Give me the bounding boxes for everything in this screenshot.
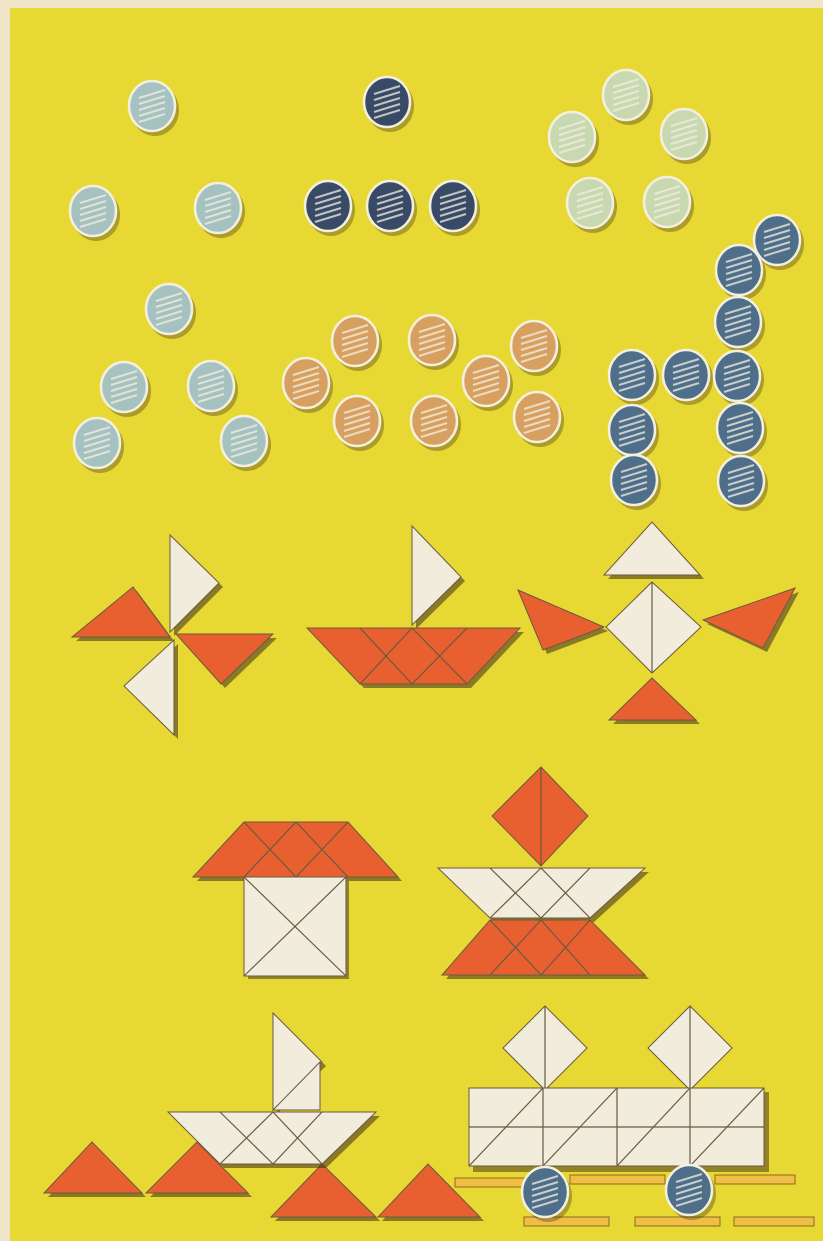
rail-bar: [570, 1175, 665, 1184]
rail-bar: [635, 1217, 720, 1226]
rail-bar: [715, 1175, 795, 1184]
rail-bar: [734, 1217, 814, 1226]
